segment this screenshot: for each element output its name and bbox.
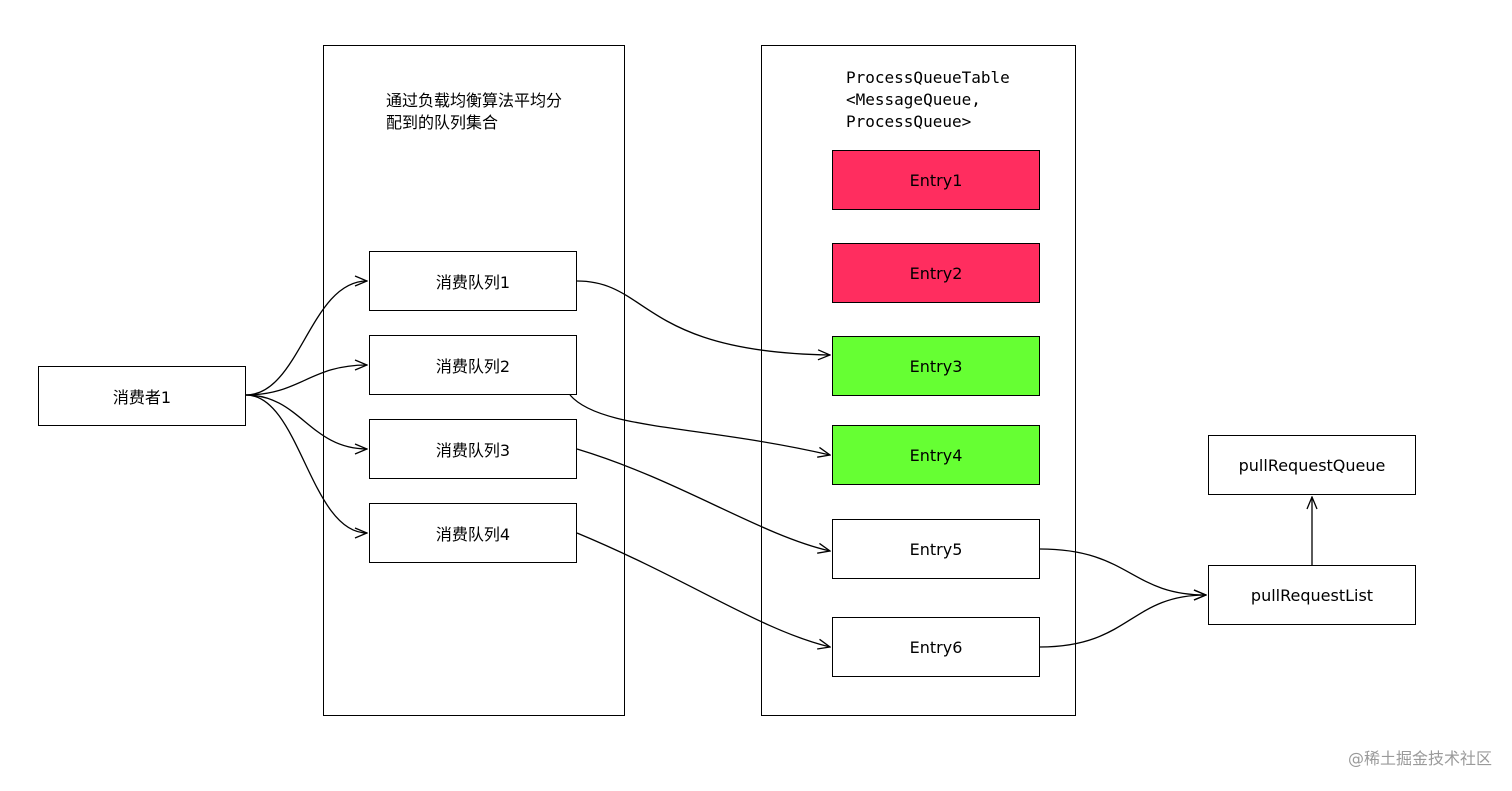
pull-request-queue-node: pullRequestQueue	[1208, 435, 1416, 495]
entry-node-4: Entry4	[832, 425, 1040, 485]
edge-entry-6-pull-list	[1039, 595, 1206, 648]
pull-request-list-node: pullRequestList	[1208, 565, 1416, 625]
process-queue-table-group	[761, 45, 1076, 716]
consumer-node: 消费者1	[38, 366, 246, 426]
queue-node-1: 消费队列1	[369, 251, 577, 311]
queue-node-2: 消费队列2	[369, 335, 577, 395]
entry-node-3: Entry3	[832, 336, 1040, 396]
edge-consumer-queue-2	[245, 365, 367, 396]
entry-node-1: Entry1	[832, 150, 1040, 210]
edge-queue-4-entry-6	[576, 532, 830, 647]
process-queue-table-caption: ProcessQueueTable <MessageQueue, Process…	[846, 68, 1010, 131]
queue-node-4: 消费队列4	[369, 503, 577, 563]
edge-queue-1-entry-3	[576, 280, 830, 355]
edge-queue-3-entry-5	[576, 448, 830, 551]
entry-node-6: Entry6	[832, 617, 1040, 677]
edge-queue-2-entry-4	[569, 394, 830, 455]
queue-set-group	[323, 45, 625, 716]
edge-entry-5-pull-list	[1039, 548, 1206, 595]
edge-consumer-queue-4	[245, 394, 367, 533]
queue-node-3: 消费队列3	[369, 419, 577, 479]
edge-consumer-queue-3	[245, 394, 367, 449]
entry-node-2: Entry2	[832, 243, 1040, 303]
watermark: @稀土掘金技术社区	[1347, 749, 1492, 768]
queue-set-caption: 通过负载均衡算法平均分 配到的队列集合	[386, 91, 563, 132]
edge-consumer-queue-1	[245, 281, 367, 396]
entry-node-5: Entry5	[832, 519, 1040, 579]
